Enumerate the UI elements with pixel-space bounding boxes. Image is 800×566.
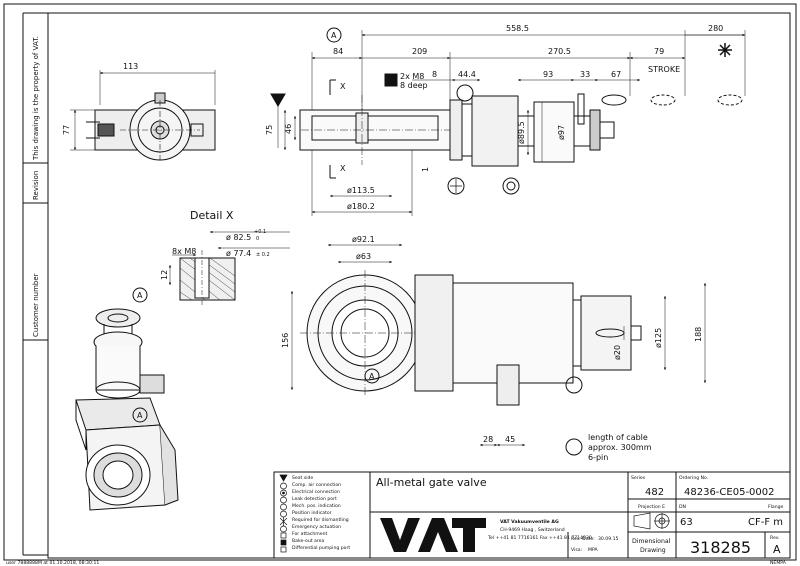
detail-8xm8: 8x M8 <box>172 247 196 256</box>
top-left-valve-view <box>70 70 216 161</box>
visa-label: Visa: <box>571 547 583 553</box>
legend-symbols <box>279 474 288 553</box>
projection-symbol-icon <box>633 512 670 530</box>
rev-value: A <box>773 543 781 556</box>
detail-x-view <box>132 230 290 305</box>
dim-phi113: ø113.5 <box>347 186 375 195</box>
legend-item: Electrical connection <box>292 489 340 495</box>
dim-46: 46 <box>284 124 293 134</box>
visa-value: MPA <box>588 547 598 553</box>
legend-item: Mech. pos. indication <box>292 503 341 509</box>
dn-label: DN <box>679 504 686 510</box>
dim-phi63: ø63 <box>356 252 371 261</box>
customer-number-label: Customer number <box>32 273 40 337</box>
stroke-label: STROKE <box>648 65 680 74</box>
dim-1: 1 <box>421 167 430 172</box>
dim-28: 28 <box>483 435 493 444</box>
legend-item: Comp. air connection <box>292 482 341 488</box>
cable-note-1: length of cable <box>588 433 648 442</box>
dim-93: 93 <box>543 70 553 79</box>
vat-logo <box>380 518 486 552</box>
legend-item: Leak detection port <box>292 496 337 502</box>
title-block <box>273 471 791 559</box>
dim-45: 45 <box>505 435 515 444</box>
cable-note-3: 6-pin <box>588 453 608 462</box>
dim-84: 84 <box>333 47 343 56</box>
dim-188: 188 <box>694 327 703 342</box>
legend-list: Seat side Comp. air connection Electrica… <box>292 475 350 551</box>
cable-note-2: approx. 300mm <box>588 443 652 452</box>
dim-558: 558.5 <box>506 24 529 33</box>
footer-left: user 7888888M at 01.10.2018, 08:30:11 <box>6 560 99 566</box>
thread-note-1: 2x M8 <box>400 72 424 81</box>
dn-value: 63 <box>680 517 693 528</box>
flange-value: CF-F m <box>748 517 783 528</box>
detail-phi774: ø 77.4 <box>226 249 251 258</box>
company-name: VAT Vakuumventile AG <box>500 519 559 525</box>
detail-tol0: 0 <box>256 236 259 242</box>
dim-phi97: ø97 <box>557 125 566 140</box>
isometric-view <box>75 308 179 511</box>
top-right-section-view <box>270 27 746 216</box>
front-valve-view <box>290 243 707 456</box>
detail-phi825: ø 82.5 <box>226 233 251 242</box>
section-marker-bottom: X <box>340 164 346 173</box>
dim-phi89: ø89.5 <box>517 121 526 144</box>
dim-phi125: ø125 <box>654 328 663 348</box>
series-value: 482 <box>645 487 664 498</box>
thread-note-2: 8 deep <box>400 81 428 90</box>
drawing-title: All-metal gate valve <box>376 476 487 489</box>
port-marker-iso: A <box>137 411 143 420</box>
legend-item: Position indicator <box>292 510 332 516</box>
property-notice: This drawing is the property of VAT. <box>32 36 40 161</box>
dim-33: 33 <box>580 70 590 79</box>
doc-type-2: Drawing <box>640 547 666 554</box>
legend-item: Bake-out area <box>292 538 324 544</box>
detail-tol2: ± 0.2 <box>256 252 270 258</box>
detail-title: Detail X <box>190 209 234 222</box>
dim-79: 79 <box>654 47 664 56</box>
dim-113: 113 <box>123 62 138 71</box>
port-marker-detail: A <box>137 291 143 300</box>
detail-tol: +0.1 <box>254 229 266 235</box>
port-marker-top: A <box>331 31 337 40</box>
revision-label: Revision <box>32 171 40 200</box>
legend-item: Emergency actuation <box>292 524 341 530</box>
dim-156: 156 <box>281 333 290 348</box>
section-marker-top: X <box>340 82 346 91</box>
dim-280: 280 <box>708 24 723 33</box>
dim-75: 75 <box>265 125 274 135</box>
doc-type-1: Dimensional <box>632 538 671 545</box>
company-address: CH-9469 Haag , Switzerland <box>500 527 565 533</box>
legend-item: Differential pumping port <box>292 545 350 551</box>
dim-270: 270.5 <box>548 47 571 56</box>
rev-label: Rev. <box>770 535 780 541</box>
detail-12: 12 <box>160 270 169 280</box>
dim-8: 8 <box>432 70 437 79</box>
rev-date-label: Rev.-Date: <box>571 536 595 542</box>
ordering-value: 48236-CE05-0002 <box>684 487 775 498</box>
ordering-label: Ordering No. <box>679 475 708 481</box>
dim-phi921: ø92.1 <box>352 235 375 244</box>
projection-label: Projection E <box>638 504 665 510</box>
footer-right: NEMPA <box>770 560 787 566</box>
drawing-number: 318285 <box>690 538 751 557</box>
dim-67: 67 <box>611 70 621 79</box>
dim-phi20: ø20 <box>613 345 622 360</box>
company-phone: Tel ++41 81 7716161 Fax ++41 81 7714830 <box>487 535 592 541</box>
dim-77: 77 <box>62 125 71 135</box>
dim-209: 209 <box>412 47 427 56</box>
flange-label: Flange <box>768 504 784 510</box>
legend-item: For attachment <box>292 531 328 537</box>
dim-phi180: ø180.2 <box>347 202 375 211</box>
legend-item: Seat side <box>292 475 313 481</box>
rev-date-value: 30.09.15 <box>598 536 619 542</box>
dim-44: 44.4 <box>458 70 476 79</box>
legend-item: Required for dismantling <box>292 517 349 523</box>
port-marker-front: A <box>369 372 375 381</box>
series-label: Series <box>631 475 646 481</box>
